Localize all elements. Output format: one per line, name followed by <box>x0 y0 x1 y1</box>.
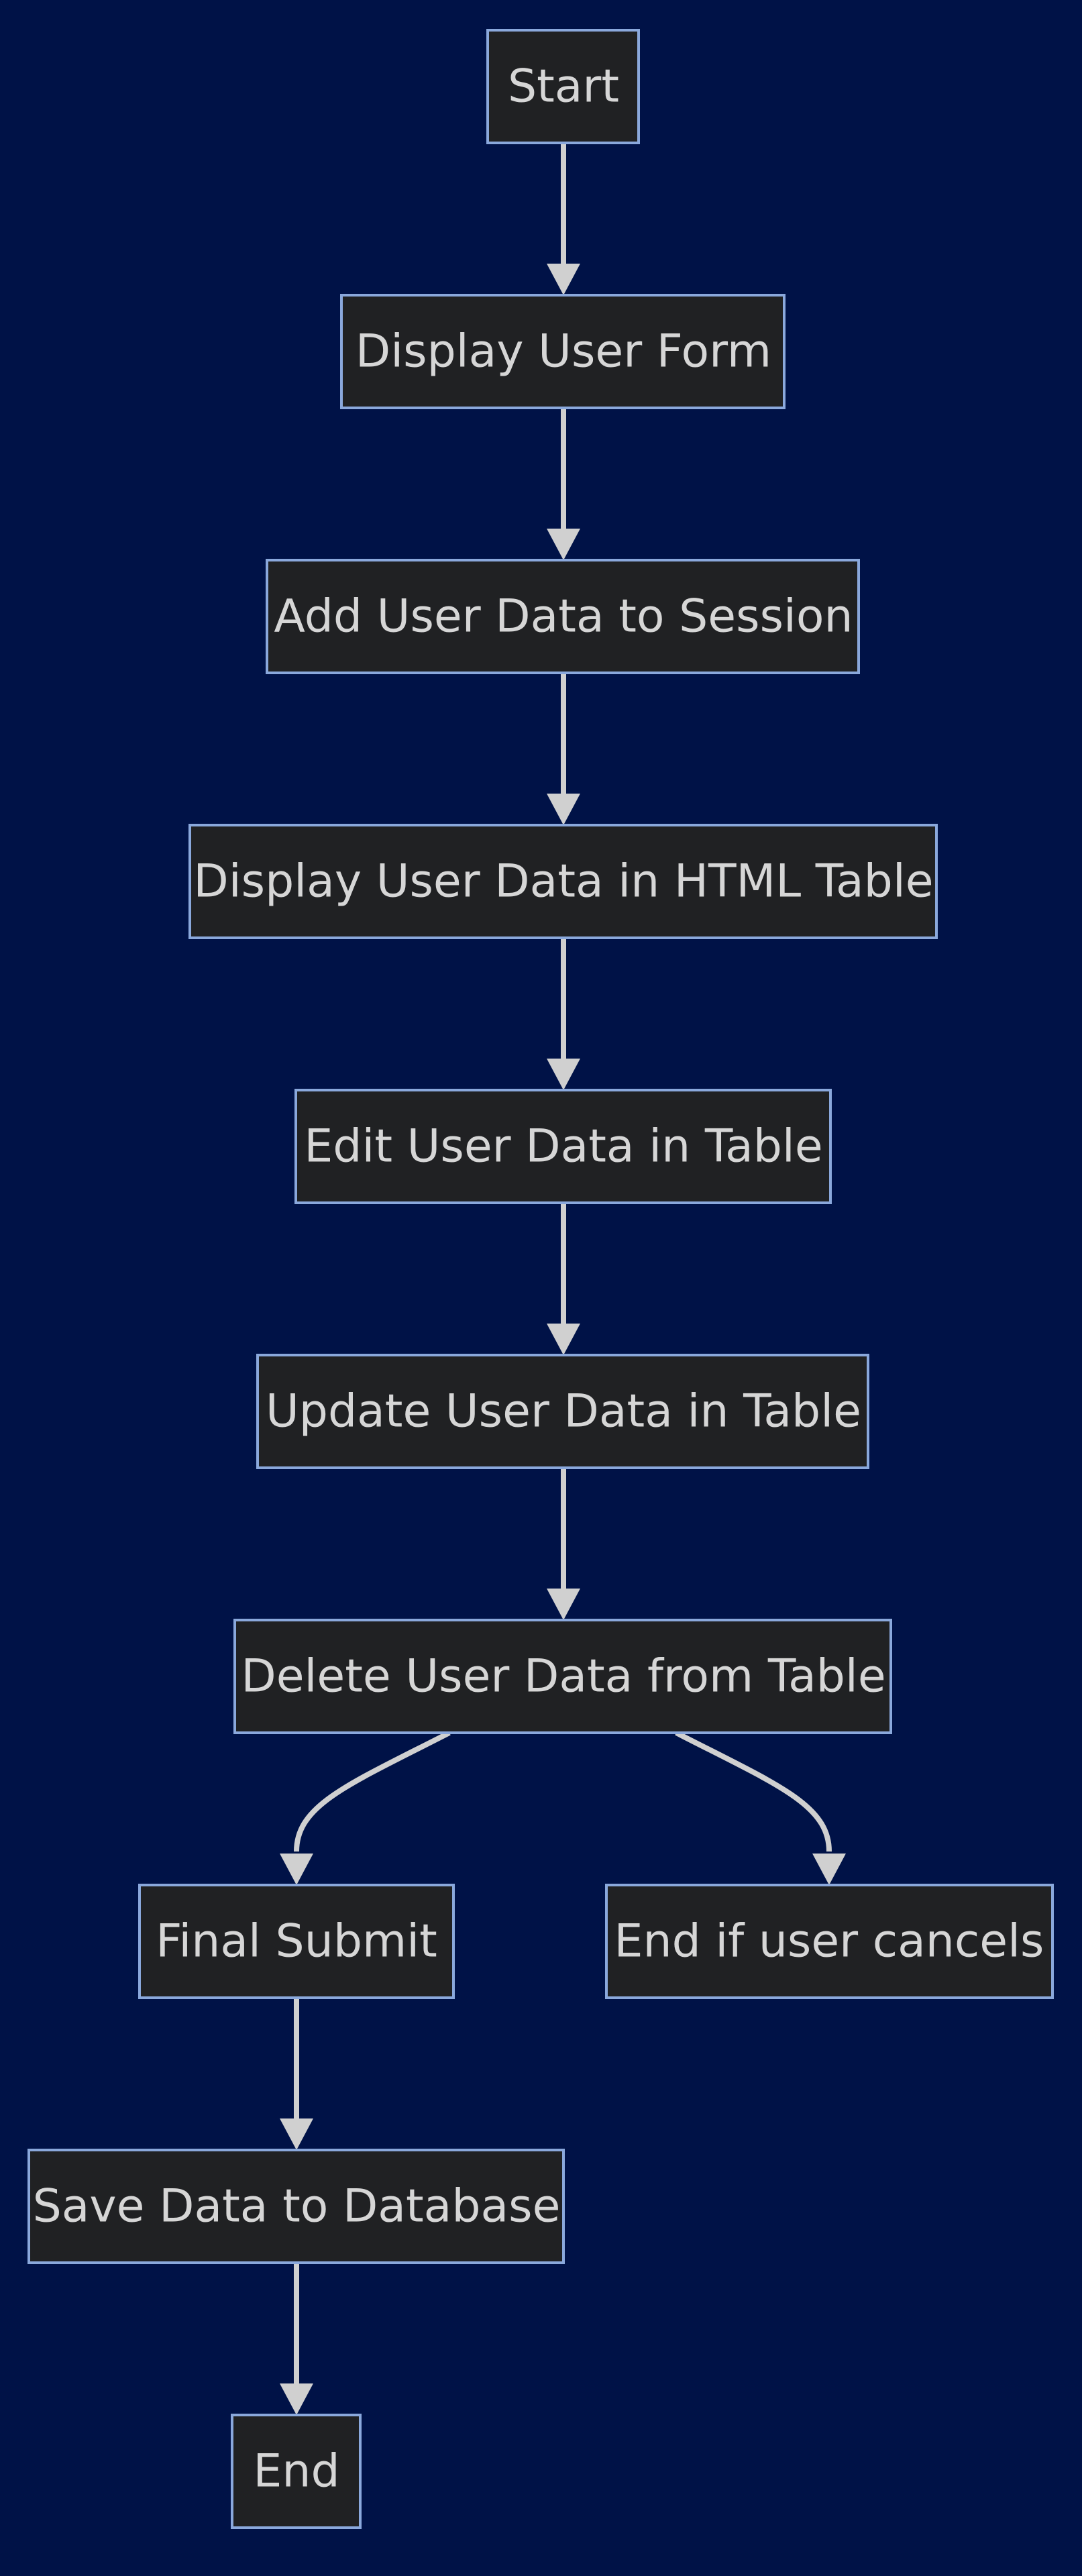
node-end: End <box>231 2414 362 2529</box>
node-final-submit: Final Submit <box>138 1884 455 1999</box>
node-save: Save Data to Database <box>28 2149 565 2264</box>
node-delete: Delete User Data from Table <box>233 1619 892 1734</box>
node-display-form: Display User Form <box>340 294 786 409</box>
node-display-table-box <box>188 824 938 939</box>
node-start: Start <box>486 29 640 144</box>
node-delete-box <box>233 1619 892 1734</box>
node-end-cancel-box <box>605 1884 1054 1999</box>
edge-delete-to-final-submit <box>294 1730 451 1852</box>
node-display-form-box <box>340 294 786 409</box>
node-add-session-box <box>266 559 860 674</box>
arrowhead-delete <box>547 1589 580 1620</box>
node-save-box <box>28 2149 565 2264</box>
node-display-table: Display User Data in HTML Table <box>188 824 938 939</box>
node-add-session-label: Add User Data to Session <box>274 590 853 643</box>
node-edit-box <box>294 1089 832 1204</box>
arrowhead-end <box>280 2383 313 2415</box>
node-update-box <box>256 1354 869 1469</box>
nodes: Start Display User Form Add User Data to… <box>28 29 1054 2529</box>
node-end-box <box>231 2414 362 2529</box>
node-display-form-label: Display User Form <box>356 325 771 378</box>
node-start-label: Start <box>508 60 619 113</box>
arrowhead-final-submit <box>280 1854 313 1885</box>
node-update-label: Update User Data in Table <box>266 1385 861 1438</box>
node-end-cancel: End if user cancels <box>605 1884 1054 1999</box>
node-start-box <box>486 29 640 144</box>
arrowhead-add-session <box>547 529 580 560</box>
node-final-submit-box <box>138 1884 455 1999</box>
arrowhead-display-table <box>547 794 580 825</box>
edges <box>280 143 846 2415</box>
node-delete-label: Delete User Data from Table <box>241 1650 885 1703</box>
edge-delete-to-end-cancel <box>675 1730 832 1852</box>
node-edit-label: Edit User Data in Table <box>304 1120 822 1173</box>
node-add-session: Add User Data to Session <box>266 559 860 674</box>
arrowhead-update <box>547 1324 580 1355</box>
node-display-table-label: Display User Data in HTML Table <box>193 855 933 908</box>
node-update: Update User Data in Table <box>256 1354 869 1469</box>
node-end-cancel-label: End if user cancels <box>614 1915 1044 1968</box>
node-final-submit-label: Final Submit <box>156 1915 437 1968</box>
arrowhead-display-form <box>547 264 580 295</box>
node-edit: Edit User Data in Table <box>294 1089 832 1204</box>
arrowhead-end-cancel <box>812 1854 846 1885</box>
node-save-label: Save Data to Database <box>33 2180 561 2233</box>
arrowhead-edit <box>547 1059 580 1090</box>
node-end-label: End <box>253 2445 339 2498</box>
arrowhead-save <box>280 2118 313 2150</box>
